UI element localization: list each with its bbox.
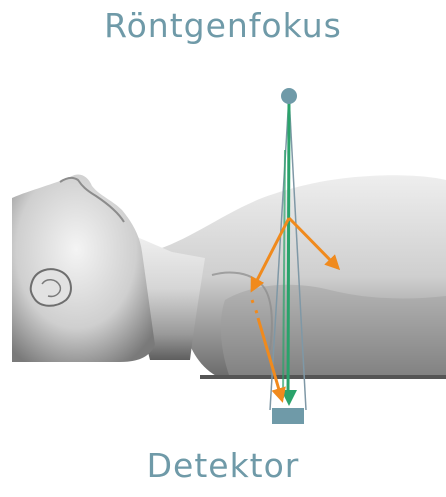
ear-shape: [31, 269, 71, 306]
primary-ray: [288, 100, 289, 398]
table-surface: [200, 375, 446, 379]
patient-body: [12, 174, 446, 379]
detector-label: Detektor: [0, 446, 446, 485]
detector-block: [272, 408, 304, 424]
focus-point: [281, 88, 297, 104]
head-shape: [12, 174, 155, 362]
chest-shading: [221, 285, 446, 378]
